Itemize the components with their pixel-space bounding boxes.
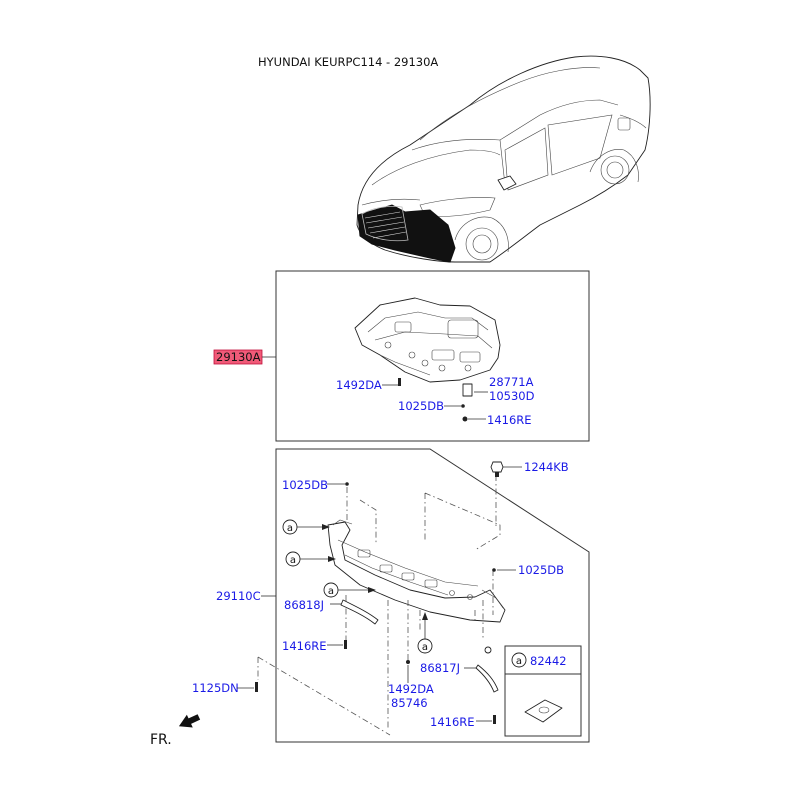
label-1416RE-right: 1416RE — [430, 715, 475, 729]
upper-parts-frame — [275, 270, 590, 442]
label-1025DB-right: 1025DB — [518, 563, 564, 577]
diagram-title: HYUNDAI KEURPC114 - 29130A — [258, 55, 438, 69]
label-85746: 85746 — [391, 696, 428, 710]
clip-left-icon — [340, 599, 379, 625]
svg-text:a: a — [287, 523, 293, 534]
screw-icon — [462, 416, 468, 422]
label-1125DN: 1125DN — [192, 681, 239, 695]
inset-part-box: a 82442 — [504, 645, 582, 737]
front-undercover-part — [327, 519, 506, 623]
label-1244KB: 1244KB — [524, 460, 569, 474]
screw-left-icon — [344, 640, 347, 649]
front-direction-indicator: FR. — [150, 714, 201, 748]
label-1025DB-upper: 1025DB — [398, 399, 444, 413]
engine-undercover-part — [354, 297, 501, 383]
label-1416RE-left: 1416RE — [282, 639, 327, 653]
fastener-icon — [398, 378, 401, 386]
bolt-1125DN-icon — [255, 682, 258, 692]
label-1492DA-lower: 1492DA — [388, 682, 434, 696]
ref-marker-a-3: a — [323, 582, 376, 598]
label-86818J: 86818J — [284, 598, 324, 612]
lower-parts-frame — [275, 448, 590, 743]
svg-text:a: a — [516, 656, 522, 667]
ref-marker-a-1: a — [282, 519, 330, 535]
label-10530D: 10530D — [489, 389, 535, 403]
highlight-label-29130A: 29130A — [216, 350, 261, 364]
label-86817J: 86817J — [420, 661, 460, 675]
svg-text:FR.: FR. — [150, 732, 172, 748]
clip-icon — [462, 383, 473, 397]
label-1492DA-upper: 1492DA — [336, 378, 382, 392]
label-82442: 82442 — [530, 654, 567, 668]
label-1025DB-top: 1025DB — [282, 478, 328, 492]
label-29110C: 29110C — [216, 589, 261, 603]
ref-marker-a-2: a — [285, 551, 336, 567]
label-1416RE-upper: 1416RE — [487, 413, 532, 427]
label-28771A: 28771A — [489, 375, 534, 389]
bolt-icon — [490, 461, 504, 477]
svg-text:a: a — [328, 586, 334, 597]
inset-clip-icon — [524, 699, 563, 723]
svg-text:a: a — [422, 642, 428, 653]
screw-right-icon — [493, 715, 496, 724]
car-illustration — [356, 55, 651, 263]
clip-right-icon — [475, 664, 499, 693]
svg-text:a: a — [290, 555, 296, 566]
arrow-icon — [178, 714, 201, 728]
ref-marker-a-4: a — [417, 612, 433, 654]
fastener-center-icon — [406, 660, 410, 664]
